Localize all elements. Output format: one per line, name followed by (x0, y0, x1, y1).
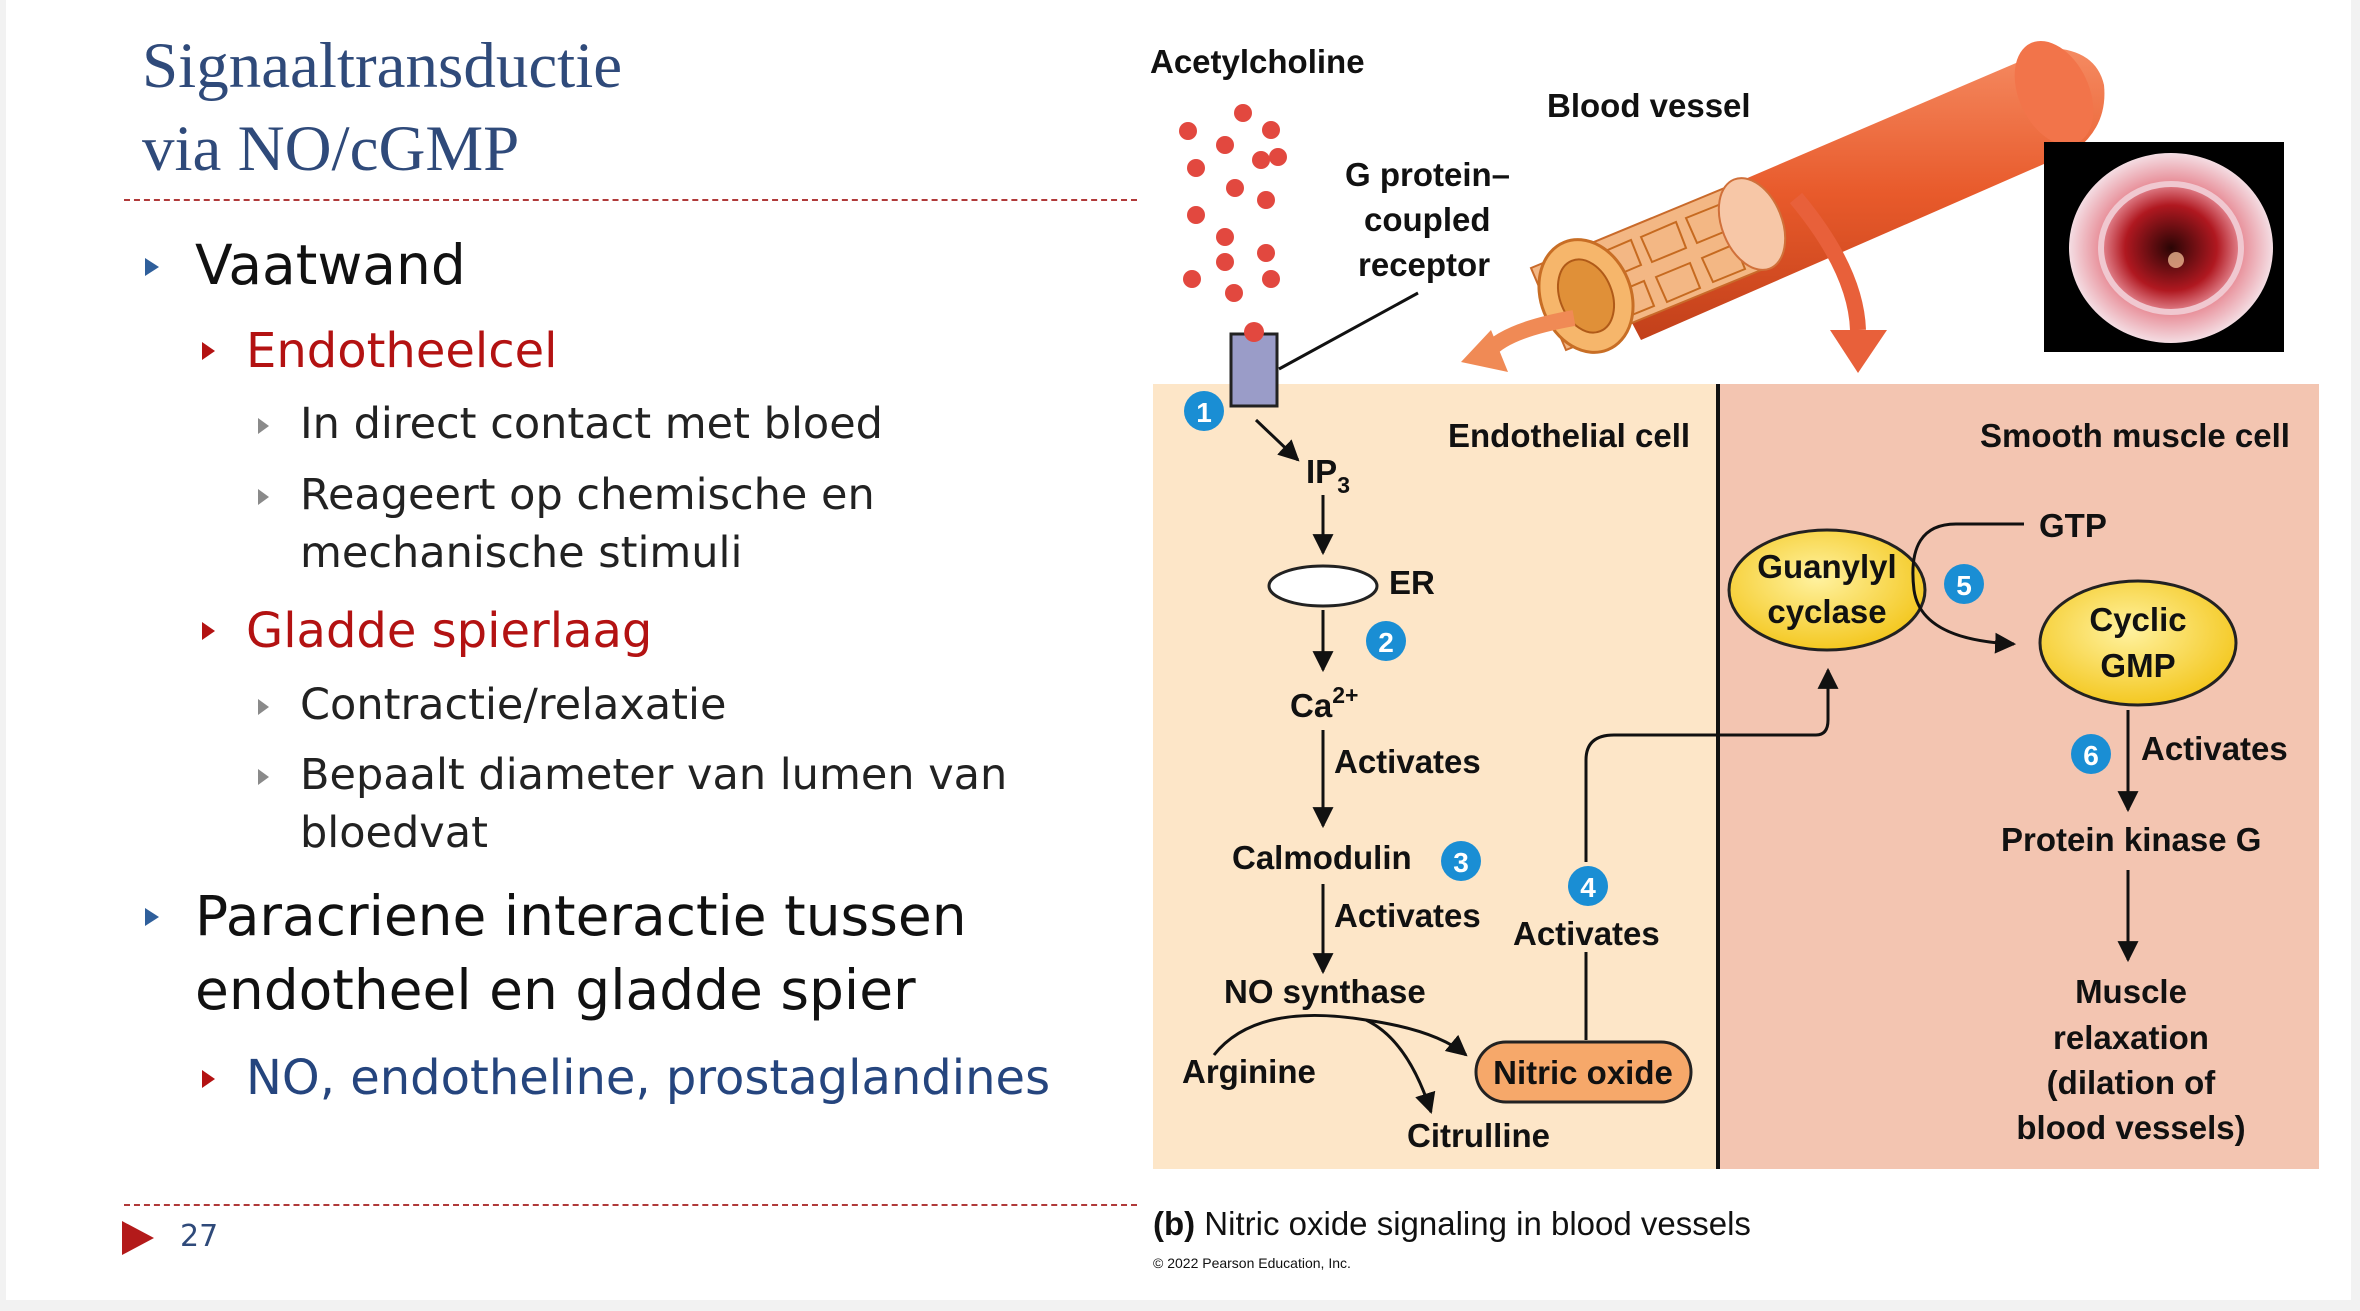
label-guanylyl-line-1: Guanylyl (1757, 548, 1896, 585)
bullet-arrow-icon (202, 342, 215, 360)
label-muscle-line-4: blood vessels) (2016, 1109, 2245, 1146)
guanylyl-cyclase-oval (1727, 528, 1927, 652)
step-6-number: 6 (2083, 740, 2099, 771)
figure-caption: (b) Nitric oxide signaling in blood vess… (1153, 1205, 1751, 1242)
slide: Signaaltransductie via NO/cGMP Vaatwand … (6, 0, 2351, 1300)
label-guanylyl-line-2: cyclase (1767, 593, 1886, 630)
slide-title-line-2: via NO/cGMP (142, 113, 520, 185)
nitric-oxide-pill (1474, 1040, 1693, 1104)
bullet-reageert-line-1: Reageert op chemische en (300, 470, 875, 520)
bullet-endotheelcel: Endotheelcel (246, 323, 558, 379)
label-muscle-line-2: relaxation (2053, 1019, 2209, 1056)
slide-title-line-1: Signaaltransductie (142, 30, 623, 102)
label-acetylcholine: Acetylcholine (1150, 43, 1365, 80)
footer-divider (124, 1204, 1137, 1206)
bullet-paracriene-line-1: Paracriene interactie tussen (195, 884, 967, 948)
label-cyclic-gmp-line-1: Cyclic (2089, 601, 2186, 638)
step-5-number: 5 (1956, 570, 1972, 601)
bound-acetylcholine-icon (1244, 322, 1264, 342)
receptor-pointer (1278, 291, 1419, 371)
bullet-contractie: Contractie/relaxatie (300, 680, 727, 730)
label-gtp: GTP (2039, 507, 2107, 544)
label-nitric-oxide: Nitric oxide (1493, 1054, 1673, 1091)
no-signaling-figure: Acetylcholine G protein– coupled recepto… (1150, 41, 2319, 1271)
bullet-direct-contact: In direct contact met bloed (300, 399, 883, 449)
bullet-paracriene-line-2: endotheel en gladde spier (195, 958, 916, 1022)
bullet-arrow-icon (258, 489, 269, 505)
acetylcholine-molecules (1179, 104, 1287, 302)
arrow-to-citrulline (1365, 1018, 1436, 1115)
label-activates-2: Activates (1334, 897, 1481, 934)
label-gpcr-line-2: coupled (1364, 201, 1491, 238)
step-1-badge (1184, 391, 1224, 431)
bullet-arrow-icon (202, 622, 215, 640)
step-4-badge (1568, 866, 1608, 906)
label-protein-kinase-g: Protein kinase G (2001, 821, 2261, 858)
bullet-arrow-icon (145, 258, 159, 276)
er-icon (1267, 564, 1379, 608)
bullet-vaatwand: Vaatwand (195, 233, 466, 297)
label-citrulline: Citrulline (1407, 1117, 1550, 1154)
arrow-no-to-guanylyl (1584, 667, 1839, 862)
label-arginine: Arginine (1182, 1053, 1316, 1090)
step-2-number: 2 (1378, 627, 1394, 658)
bullet-arrow-icon (258, 418, 269, 434)
label-activates-4: Activates (1513, 915, 1660, 952)
smooth-muscle-cell-region (1718, 384, 2319, 1169)
arrow-receptor-to-ip3 (1254, 418, 1300, 462)
bullet-arrow-icon (258, 769, 269, 785)
bullet-no-list: NO, endotheline, prostaglandines (246, 1050, 1051, 1106)
bullet-gladde-spierlaag: Gladde spierlaag (246, 603, 653, 659)
arrow-arginine-to-no (1212, 1014, 1468, 1057)
receptor-icon (1229, 332, 1279, 408)
footer-triangle-icon (122, 1221, 154, 1255)
step-3-number: 3 (1453, 847, 1469, 878)
label-muscle-line-1: Muscle (2075, 973, 2187, 1010)
vessel-cross-section-photo (2044, 142, 2284, 352)
vessel-callout-arrows (1461, 192, 1887, 373)
blood-vessel-illustration (1529, 41, 2105, 354)
bullet-arrow-icon (202, 1070, 215, 1088)
label-gpcr-line-1: G protein– (1345, 156, 1510, 193)
label-cyclic-gmp-line-2: GMP (2100, 647, 2175, 684)
title-divider (124, 199, 1137, 201)
label-gpcr-line-3: receptor (1358, 246, 1490, 283)
figure-copyright: © 2022 Pearson Education, Inc. (1153, 1255, 1351, 1271)
page-number: 27 (180, 1219, 219, 1254)
bullet-arrow-icon (258, 699, 269, 715)
bullet-arrow-icon (145, 908, 159, 926)
bullet-bepaalt-line-2: bloedvat (300, 808, 488, 858)
label-muscle-line-3: (dilation of (2047, 1064, 2217, 1101)
label-calcium: Ca2+ (1290, 682, 1358, 724)
arrow-gtp-to-cgmp (1911, 522, 2024, 654)
label-endothelial-cell: Endothelial cell (1448, 417, 1690, 454)
label-no-synthase: NO synthase (1224, 973, 1426, 1010)
label-er: ER (1389, 564, 1435, 601)
cyclic-gmp-oval (2038, 579, 2238, 707)
step-6-badge (2071, 734, 2111, 774)
label-blood-vessel: Blood vessel (1547, 87, 1751, 124)
label-activates-6: Activates (2141, 730, 2288, 767)
step-2-badge (1366, 621, 1406, 661)
label-smooth-muscle-cell: Smooth muscle cell (1980, 417, 2290, 454)
label-ip3: IP3 (1306, 453, 1350, 498)
bullet-reageert-line-2: mechanische stimuli (300, 528, 743, 578)
step-3-badge (1441, 841, 1481, 881)
label-activates-1: Activates (1334, 743, 1481, 780)
label-calmodulin: Calmodulin (1232, 839, 1412, 876)
step-4-number: 4 (1580, 872, 1596, 903)
bullet-bepaalt-line-1: Bepaalt diameter van lumen van (300, 750, 1008, 800)
step-1-number: 1 (1196, 397, 1212, 428)
step-5-badge (1944, 564, 1984, 604)
